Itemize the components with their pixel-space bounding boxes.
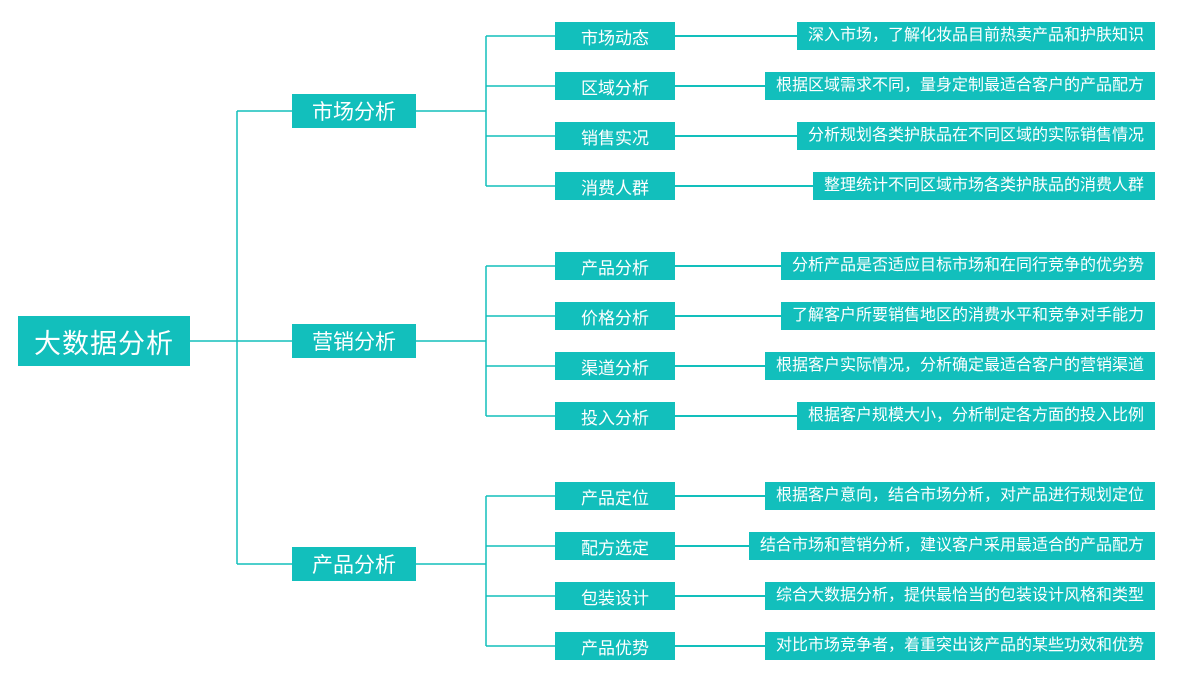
topic-node: 区域分析 [555,72,675,100]
topic-node: 销售实况 [555,122,675,150]
desc-row: 根据客户实际情况，分析确定最适合客户的营销渠道 [675,352,1155,380]
desc-node: 根据客户实际情况，分析确定最适合客户的营销渠道 [764,352,1155,380]
desc-row: 整理统计不同区域市场各类护肤品的消费人群 [675,172,1155,200]
desc-node: 对比市场竞争者，着重突出该产品的某些功效和优势 [764,632,1155,660]
root-node: 大数据分析 [18,316,190,366]
connector-line [675,85,765,87]
topic-node: 投入分析 [555,402,675,430]
connector-line [675,415,797,417]
desc-row: 分析规划各类护肤品在不同区域的实际销售情况 [675,122,1155,150]
branch-node-marketing: 营销分析 [292,324,416,358]
desc-node: 根据客户意向，结合市场分析，对产品进行规划定位 [764,482,1155,510]
desc-row: 根据区域需求不同，量身定制最适合客户的产品配方 [675,72,1155,100]
desc-node: 整理统计不同区域市场各类护肤品的消费人群 [812,172,1155,200]
desc-node: 根据区域需求不同，量身定制最适合客户的产品配方 [764,72,1155,100]
desc-node: 分析规划各类护肤品在不同区域的实际销售情况 [796,122,1155,150]
connector-line [675,545,749,547]
topic-node: 价格分析 [555,302,675,330]
topic-node: 产品定位 [555,482,675,510]
topic-node: 产品分析 [555,252,675,280]
connector-line [675,365,765,367]
connector-line [675,35,797,37]
connector-line [675,595,765,597]
desc-row: 根据客户意向，结合市场分析，对产品进行规划定位 [675,482,1155,510]
desc-row: 根据客户规模大小，分析制定各方面的投入比例 [675,402,1155,430]
connector-line [675,265,781,267]
connector-line [675,135,797,137]
desc-row: 深入市场，了解化妆品目前热卖产品和护肤知识 [675,22,1155,50]
desc-row: 对比市场竞争者，着重突出该产品的某些功效和优势 [675,632,1155,660]
topic-node: 市场动态 [555,22,675,50]
desc-node: 根据客户规模大小，分析制定各方面的投入比例 [796,402,1155,430]
topic-node: 配方选定 [555,532,675,560]
topic-node: 包装设计 [555,582,675,610]
connector-line [675,495,765,497]
desc-row: 分析产品是否适应目标市场和在同行竞争的优劣势 [675,252,1155,280]
connector-line [675,185,813,187]
connector-line [675,315,781,317]
desc-node: 深入市场，了解化妆品目前热卖产品和护肤知识 [796,22,1155,50]
topic-node: 产品优势 [555,632,675,660]
desc-node: 综合大数据分析，提供最恰当的包装设计风格和类型 [764,582,1155,610]
desc-node: 分析产品是否适应目标市场和在同行竞争的优劣势 [780,252,1155,280]
desc-node: 了解客户所要销售地区的消费水平和竞争对手能力 [780,302,1155,330]
branch-node-market: 市场分析 [292,94,416,128]
connector-line [675,645,765,647]
desc-node: 结合市场和营销分析，建议客户采用最适合的产品配方 [748,532,1155,560]
desc-row: 了解客户所要销售地区的消费水平和竞争对手能力 [675,302,1155,330]
topic-node: 渠道分析 [555,352,675,380]
branch-node-product: 产品分析 [292,547,416,581]
desc-row: 综合大数据分析，提供最恰当的包装设计风格和类型 [675,582,1155,610]
desc-row: 结合市场和营销分析，建议客户采用最适合的产品配方 [675,532,1155,560]
topic-node: 消费人群 [555,172,675,200]
